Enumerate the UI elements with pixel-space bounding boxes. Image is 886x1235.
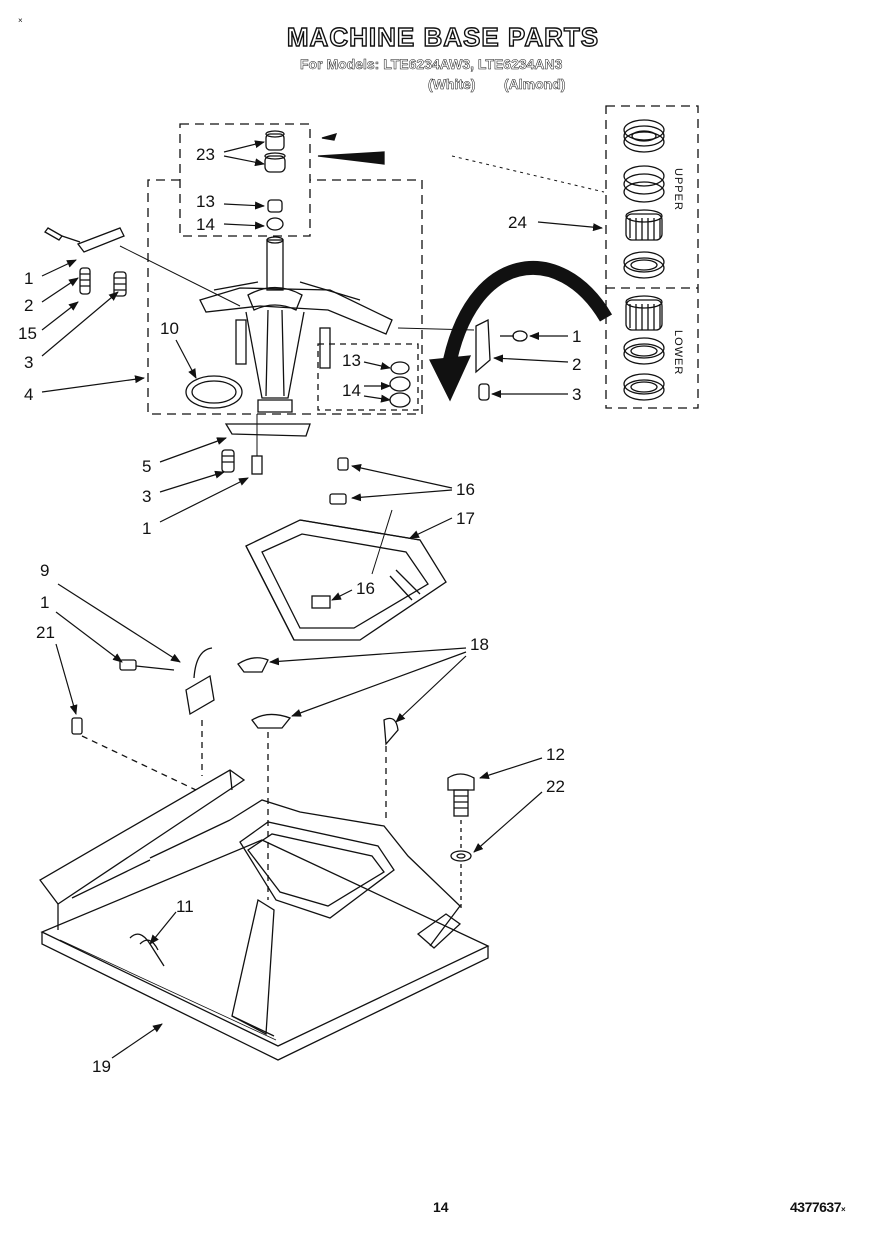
callout-3-mid: 3 [142, 487, 152, 506]
snubber-frame [245, 457, 447, 641]
callout-14-box: 14 [342, 381, 361, 400]
center-post [199, 236, 393, 413]
callout-21: 21 [36, 623, 55, 642]
page-title: MACHINE BASE PARTS [286, 21, 600, 52]
page-number: 14 [433, 1199, 449, 1215]
leveling-bolt [447, 773, 475, 908]
callout-16-frame: 16 [356, 579, 375, 598]
dashed-box-main [147, 179, 423, 415]
callout-1-left: 1 [24, 269, 34, 288]
document-number: 4377637× [790, 1199, 846, 1215]
callout-1-mid: 1 [142, 519, 152, 538]
callout-18: 18 [470, 635, 489, 654]
callout-15: 15 [18, 324, 37, 343]
document-number-suffix: × [841, 1205, 846, 1214]
bushing-stack [264, 130, 286, 231]
ring-seal [185, 375, 243, 409]
models-line: For Models: LTE6234AW3, LTE6234AN3 [300, 56, 563, 73]
machine-base [39, 769, 490, 1061]
callout-13-box: 13 [342, 351, 361, 370]
lower-bracket [221, 414, 311, 475]
callout-10: 10 [160, 319, 179, 338]
callout-2-right: 2 [572, 355, 582, 374]
white-label: (White) [428, 76, 476, 93]
callout-16-top: 16 [456, 480, 475, 499]
callout-1-right: 1 [572, 327, 582, 346]
corner-mark: × [18, 16, 23, 25]
callout-17: 17 [456, 509, 475, 528]
dashed-box-inset [605, 105, 699, 409]
left-bracket-assembly [44, 227, 241, 307]
callout-23: 23 [196, 145, 215, 164]
callout-22: 22 [546, 777, 565, 796]
callout-13-top: 13 [196, 192, 215, 211]
callout-24: 24 [508, 213, 527, 232]
right-bracket-assembly [397, 318, 528, 401]
callout-3-right: 3 [572, 385, 582, 404]
callout-5: 5 [142, 457, 152, 476]
callout-14-top: 14 [196, 215, 215, 234]
document-number-value: 4377637 [790, 1199, 842, 1215]
clip-assembly [71, 647, 215, 735]
top-pointer-arrow [317, 151, 385, 165]
callout-9: 9 [40, 561, 50, 580]
lower-label: LOWER [672, 330, 684, 376]
lower-bearing-set [623, 295, 665, 401]
callout-1-clip: 1 [40, 593, 50, 612]
almond-label: (Almond) [504, 76, 566, 93]
upper-bearing-set [623, 119, 665, 279]
callout-12: 12 [546, 745, 565, 764]
callout-11: 11 [176, 897, 194, 916]
callout-2-left: 2 [24, 296, 34, 315]
big-curved-arrow [441, 261, 613, 372]
upper-label: UPPER [672, 168, 684, 211]
callout-19: 19 [92, 1057, 111, 1076]
callout-4: 4 [24, 385, 34, 404]
dashed-box-small [317, 343, 419, 411]
callout-3-left: 3 [24, 353, 34, 372]
